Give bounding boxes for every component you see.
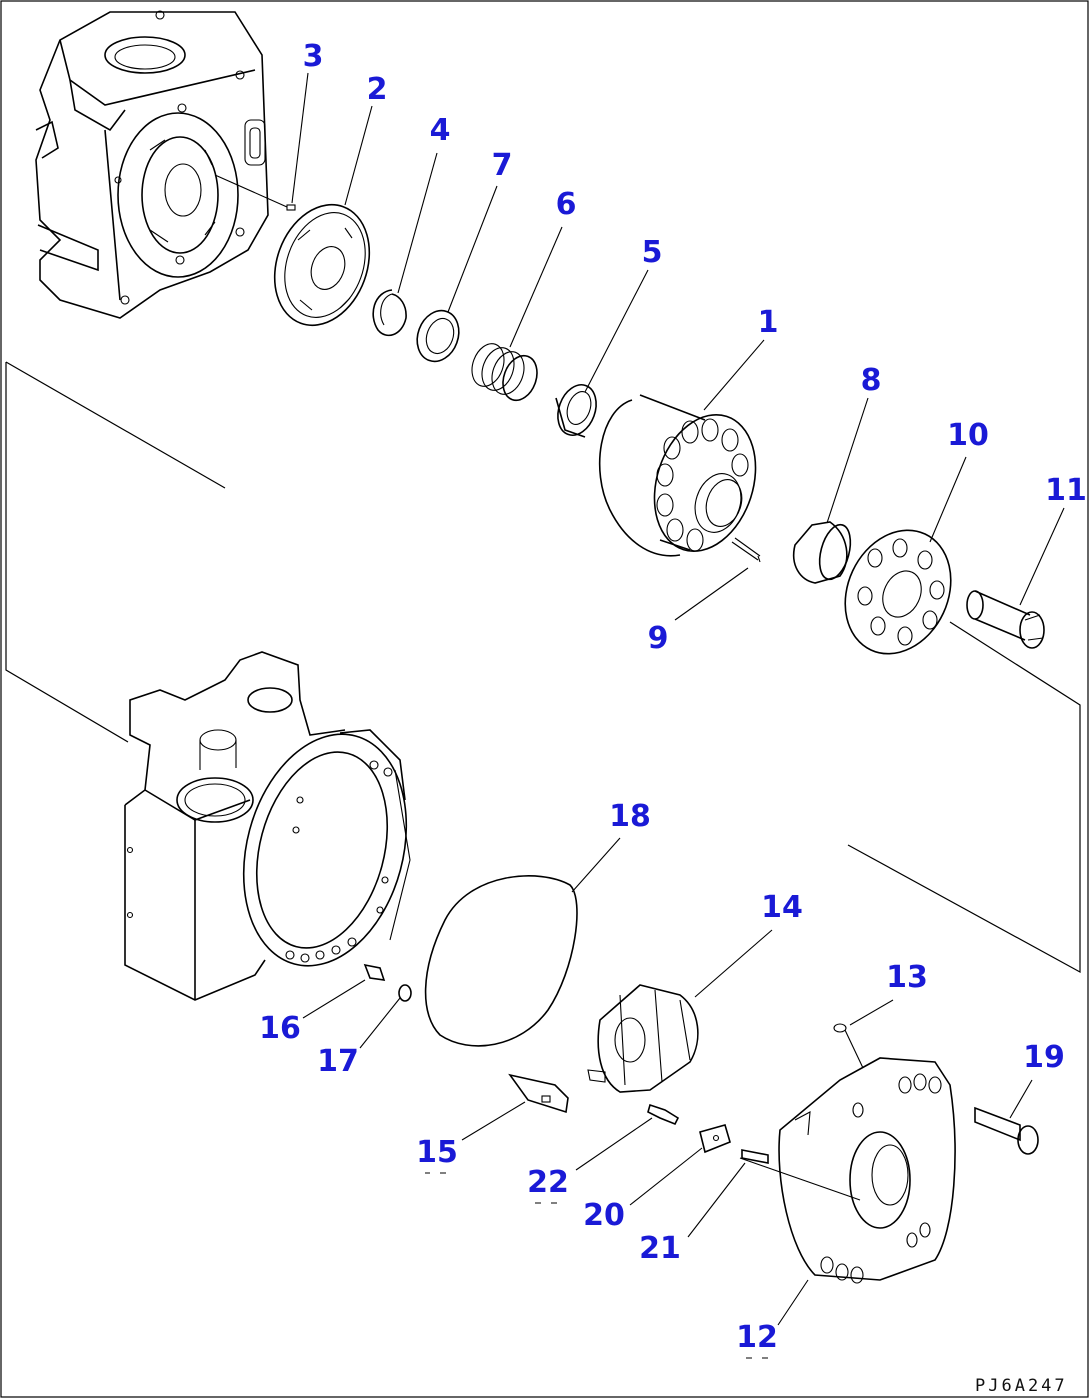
- callout-16: 16: [259, 1011, 301, 1046]
- part-14-swash-plate: [587, 984, 699, 1093]
- part-15-block: [508, 1073, 569, 1114]
- part-16-pin: [363, 963, 386, 981]
- part-2-valve-plate: [273, 203, 371, 327]
- part-8-bushing: [793, 521, 852, 584]
- part-17-o-ring: [398, 984, 412, 1002]
- part-20-slider: [699, 1124, 731, 1154]
- part-1-cylinder-block: [598, 394, 757, 557]
- callout-5: 5: [642, 235, 663, 270]
- callout-20: 20: [583, 1198, 625, 1233]
- part-18-large-o-ring: [424, 875, 578, 1047]
- callout-21: 21: [639, 1231, 681, 1266]
- part-7-washer: [416, 309, 460, 363]
- part-22-bolt: [647, 1103, 680, 1126]
- part-19-bolt: [974, 1106, 1039, 1155]
- callout-1: 1: [758, 305, 779, 340]
- callout-labels: 3 2 4 7 6 5 1 8 10 11 9 18 14 13 19 16 1…: [259, 39, 1087, 1355]
- part-10-retainer-plate: [844, 529, 952, 655]
- part-3-pin: [214, 174, 296, 211]
- callout-2: 2: [367, 72, 388, 107]
- callout-11: 11: [1045, 473, 1087, 508]
- part-6-spring: [471, 343, 538, 402]
- callout-13: 13: [886, 960, 928, 995]
- upper-housing: [35, 10, 269, 319]
- lower-housing: [124, 651, 411, 1001]
- callout-12: 12: [736, 1320, 778, 1355]
- callout-9: 9: [648, 621, 669, 656]
- callout-7: 7: [492, 148, 513, 183]
- callout-18: 18: [609, 799, 651, 834]
- callout-10: 10: [947, 418, 989, 453]
- callout-17: 17: [317, 1044, 359, 1079]
- part-4-snap-ring: [372, 289, 407, 337]
- callout-14: 14: [761, 890, 803, 925]
- callout-8: 8: [861, 363, 882, 398]
- drawing-code: PJ6A247: [975, 1376, 1068, 1396]
- label-underline-marks: [425, 1172, 768, 1359]
- part-9-pin: [731, 537, 761, 563]
- callout-15: 15: [416, 1135, 458, 1170]
- part-13-plug: [833, 1023, 864, 1069]
- callout-3: 3: [303, 39, 324, 74]
- assembly-reference-frame: [5, 361, 1081, 974]
- part-12-end-cover: [739, 1057, 956, 1284]
- callout-22: 22: [527, 1165, 569, 1200]
- part-21-pin: [741, 1149, 769, 1164]
- callout-6: 6: [556, 187, 577, 222]
- leader-lines: [291, 72, 1065, 1326]
- part-11-shaft: [966, 590, 1045, 649]
- callout-19: 19: [1023, 1040, 1065, 1075]
- part-5-collar: [555, 384, 597, 438]
- callout-4: 4: [430, 113, 451, 148]
